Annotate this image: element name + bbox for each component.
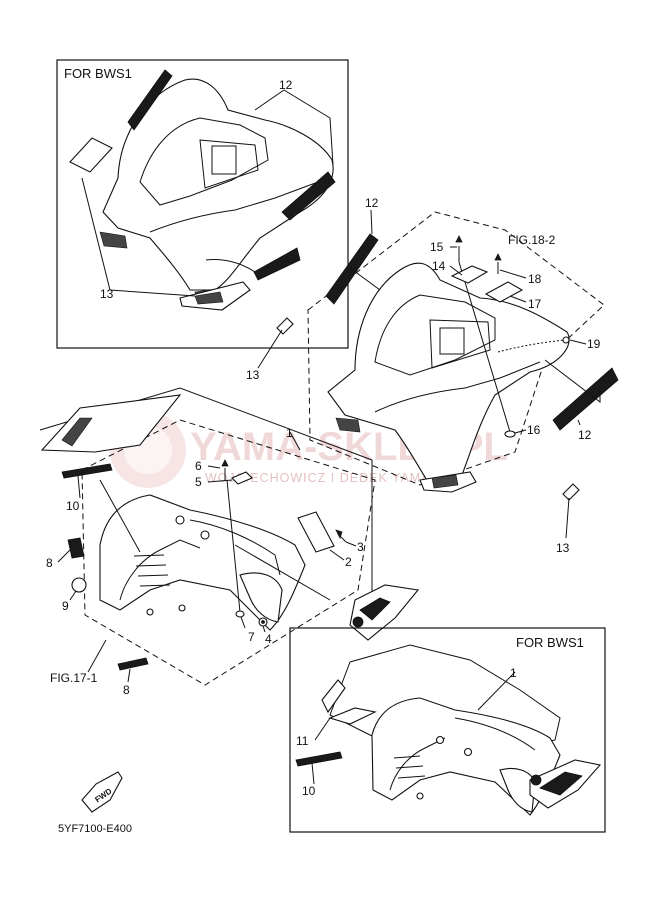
- callout-f-6: 6: [195, 459, 202, 473]
- front-decal-10: [61, 463, 113, 479]
- tl-decal-12: [127, 69, 336, 281]
- part-code: 5YF7100-E400: [58, 823, 132, 835]
- callout-f-8b: 8: [123, 683, 130, 697]
- callout-r-18: 18: [528, 272, 542, 286]
- callout-f-10: 10: [66, 499, 80, 513]
- callout-br-11: 11: [296, 734, 309, 748]
- callout-f-8a: 8: [46, 556, 53, 570]
- br-part-11: [321, 679, 346, 714]
- front-part-7: [235, 610, 245, 618]
- front-part-8a: [67, 537, 85, 559]
- callout-r-13a: 13: [246, 368, 260, 382]
- fig-ref-rear: FIG.18-2: [508, 233, 556, 247]
- fwd-arrow-icon: FWD: [81, 771, 123, 813]
- front-part-8b: [117, 657, 149, 671]
- rear-part-18: [494, 253, 502, 274]
- front-fender-bws1: [371, 697, 561, 816]
- callout-f-2: 2: [345, 555, 352, 569]
- callout-r-13b: 13: [556, 541, 570, 555]
- rear-part-14: [450, 265, 489, 284]
- rear-fender: [327, 262, 570, 493]
- callout-r-12b: 12: [578, 428, 592, 442]
- bottom-right-box-title: FOR BWS1: [516, 635, 584, 650]
- callout-br-1: 1: [510, 666, 517, 680]
- callout-r-12a: 12: [365, 196, 379, 210]
- front-part-6: [221, 459, 229, 480]
- callout-tl-13: 13: [100, 287, 114, 301]
- callout-r-15: 15: [430, 240, 444, 254]
- rear-decal-12b: [552, 367, 619, 431]
- fig-ref-front: FIG.17-1: [50, 671, 98, 685]
- front-part-5: [231, 471, 253, 485]
- rear-fender-bws1: [99, 78, 334, 311]
- front-fender: [99, 479, 331, 631]
- tl-decal-13: [69, 137, 113, 173]
- rear-part-17: [484, 281, 524, 303]
- rear-decal-13b: [562, 483, 580, 501]
- front-fender-group: 1 FIG.17-1 10: [39, 387, 420, 697]
- top-left-box-title: FOR BWS1: [64, 66, 132, 81]
- callout-br-10: 10: [302, 784, 316, 798]
- callout-r-19: 19: [587, 337, 601, 351]
- rear-part-15-bolt: [455, 235, 511, 433]
- callout-f-4: 4: [265, 632, 272, 646]
- callout-tl-12: 12: [279, 78, 293, 92]
- rear-fender-group: FIG.18-2 12 12 13 13: [246, 196, 619, 555]
- front-part-4: [258, 617, 268, 627]
- top-left-variant-box: FOR BWS1 12 13: [56, 59, 349, 349]
- watermark-subtext: WOJCIECHOWICZ I DEDEK YAMAHA: [205, 471, 450, 485]
- bottom-right-variant-box: FOR BWS1 11 10 1: [289, 627, 606, 833]
- callout-f-1: 1: [286, 426, 293, 440]
- callout-f-7: 7: [248, 630, 255, 644]
- rear-decal-13a: [276, 317, 294, 335]
- callout-r-14: 14: [432, 259, 446, 273]
- callout-r-16: 16: [527, 423, 541, 437]
- rear-part-16: [504, 430, 516, 438]
- callout-r-17: 17: [528, 297, 542, 311]
- front-part-9: [71, 577, 87, 593]
- callout-f-3: 3: [357, 540, 364, 554]
- callout-f-5: 5: [195, 475, 202, 489]
- front-part-2: [297, 511, 335, 553]
- br-part-10: [295, 751, 343, 767]
- front-part-3: [335, 529, 347, 543]
- front-side-decal-right: [349, 584, 420, 641]
- callout-f-9: 9: [62, 599, 69, 613]
